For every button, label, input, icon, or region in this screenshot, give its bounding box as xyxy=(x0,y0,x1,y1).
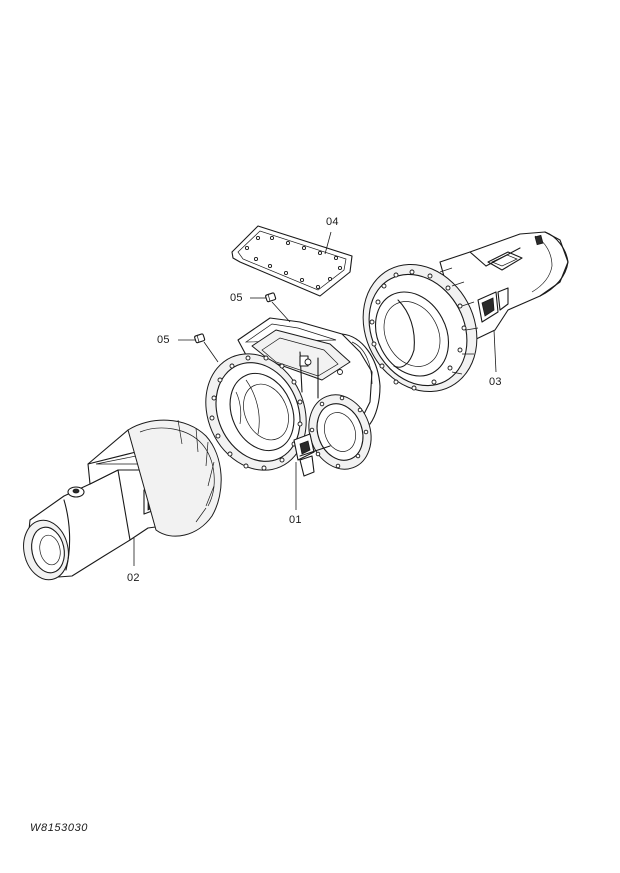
drawing-code: W8153030 xyxy=(30,822,89,834)
leader-04 xyxy=(324,231,332,255)
callout-05-upper: 05 xyxy=(230,292,243,304)
plug-icon xyxy=(265,292,277,303)
leader-lines xyxy=(133,231,497,566)
axle-housing-right-icon xyxy=(362,231,569,393)
callout-03: 03 xyxy=(489,376,502,388)
axle-housing-left-icon xyxy=(23,419,222,581)
cover-plate-icon xyxy=(231,225,353,297)
callout-01: 01 xyxy=(289,514,302,526)
leader-05-lower-extension xyxy=(203,341,219,363)
callout-02: 02 xyxy=(127,572,140,584)
differential-housing-center-icon xyxy=(205,317,381,477)
callout-04: 04 xyxy=(326,216,339,228)
leader-05-upper-extension xyxy=(271,301,291,323)
leader-03 xyxy=(493,329,497,373)
plug-icon xyxy=(194,333,206,344)
callout-05-lower: 05 xyxy=(157,334,170,346)
